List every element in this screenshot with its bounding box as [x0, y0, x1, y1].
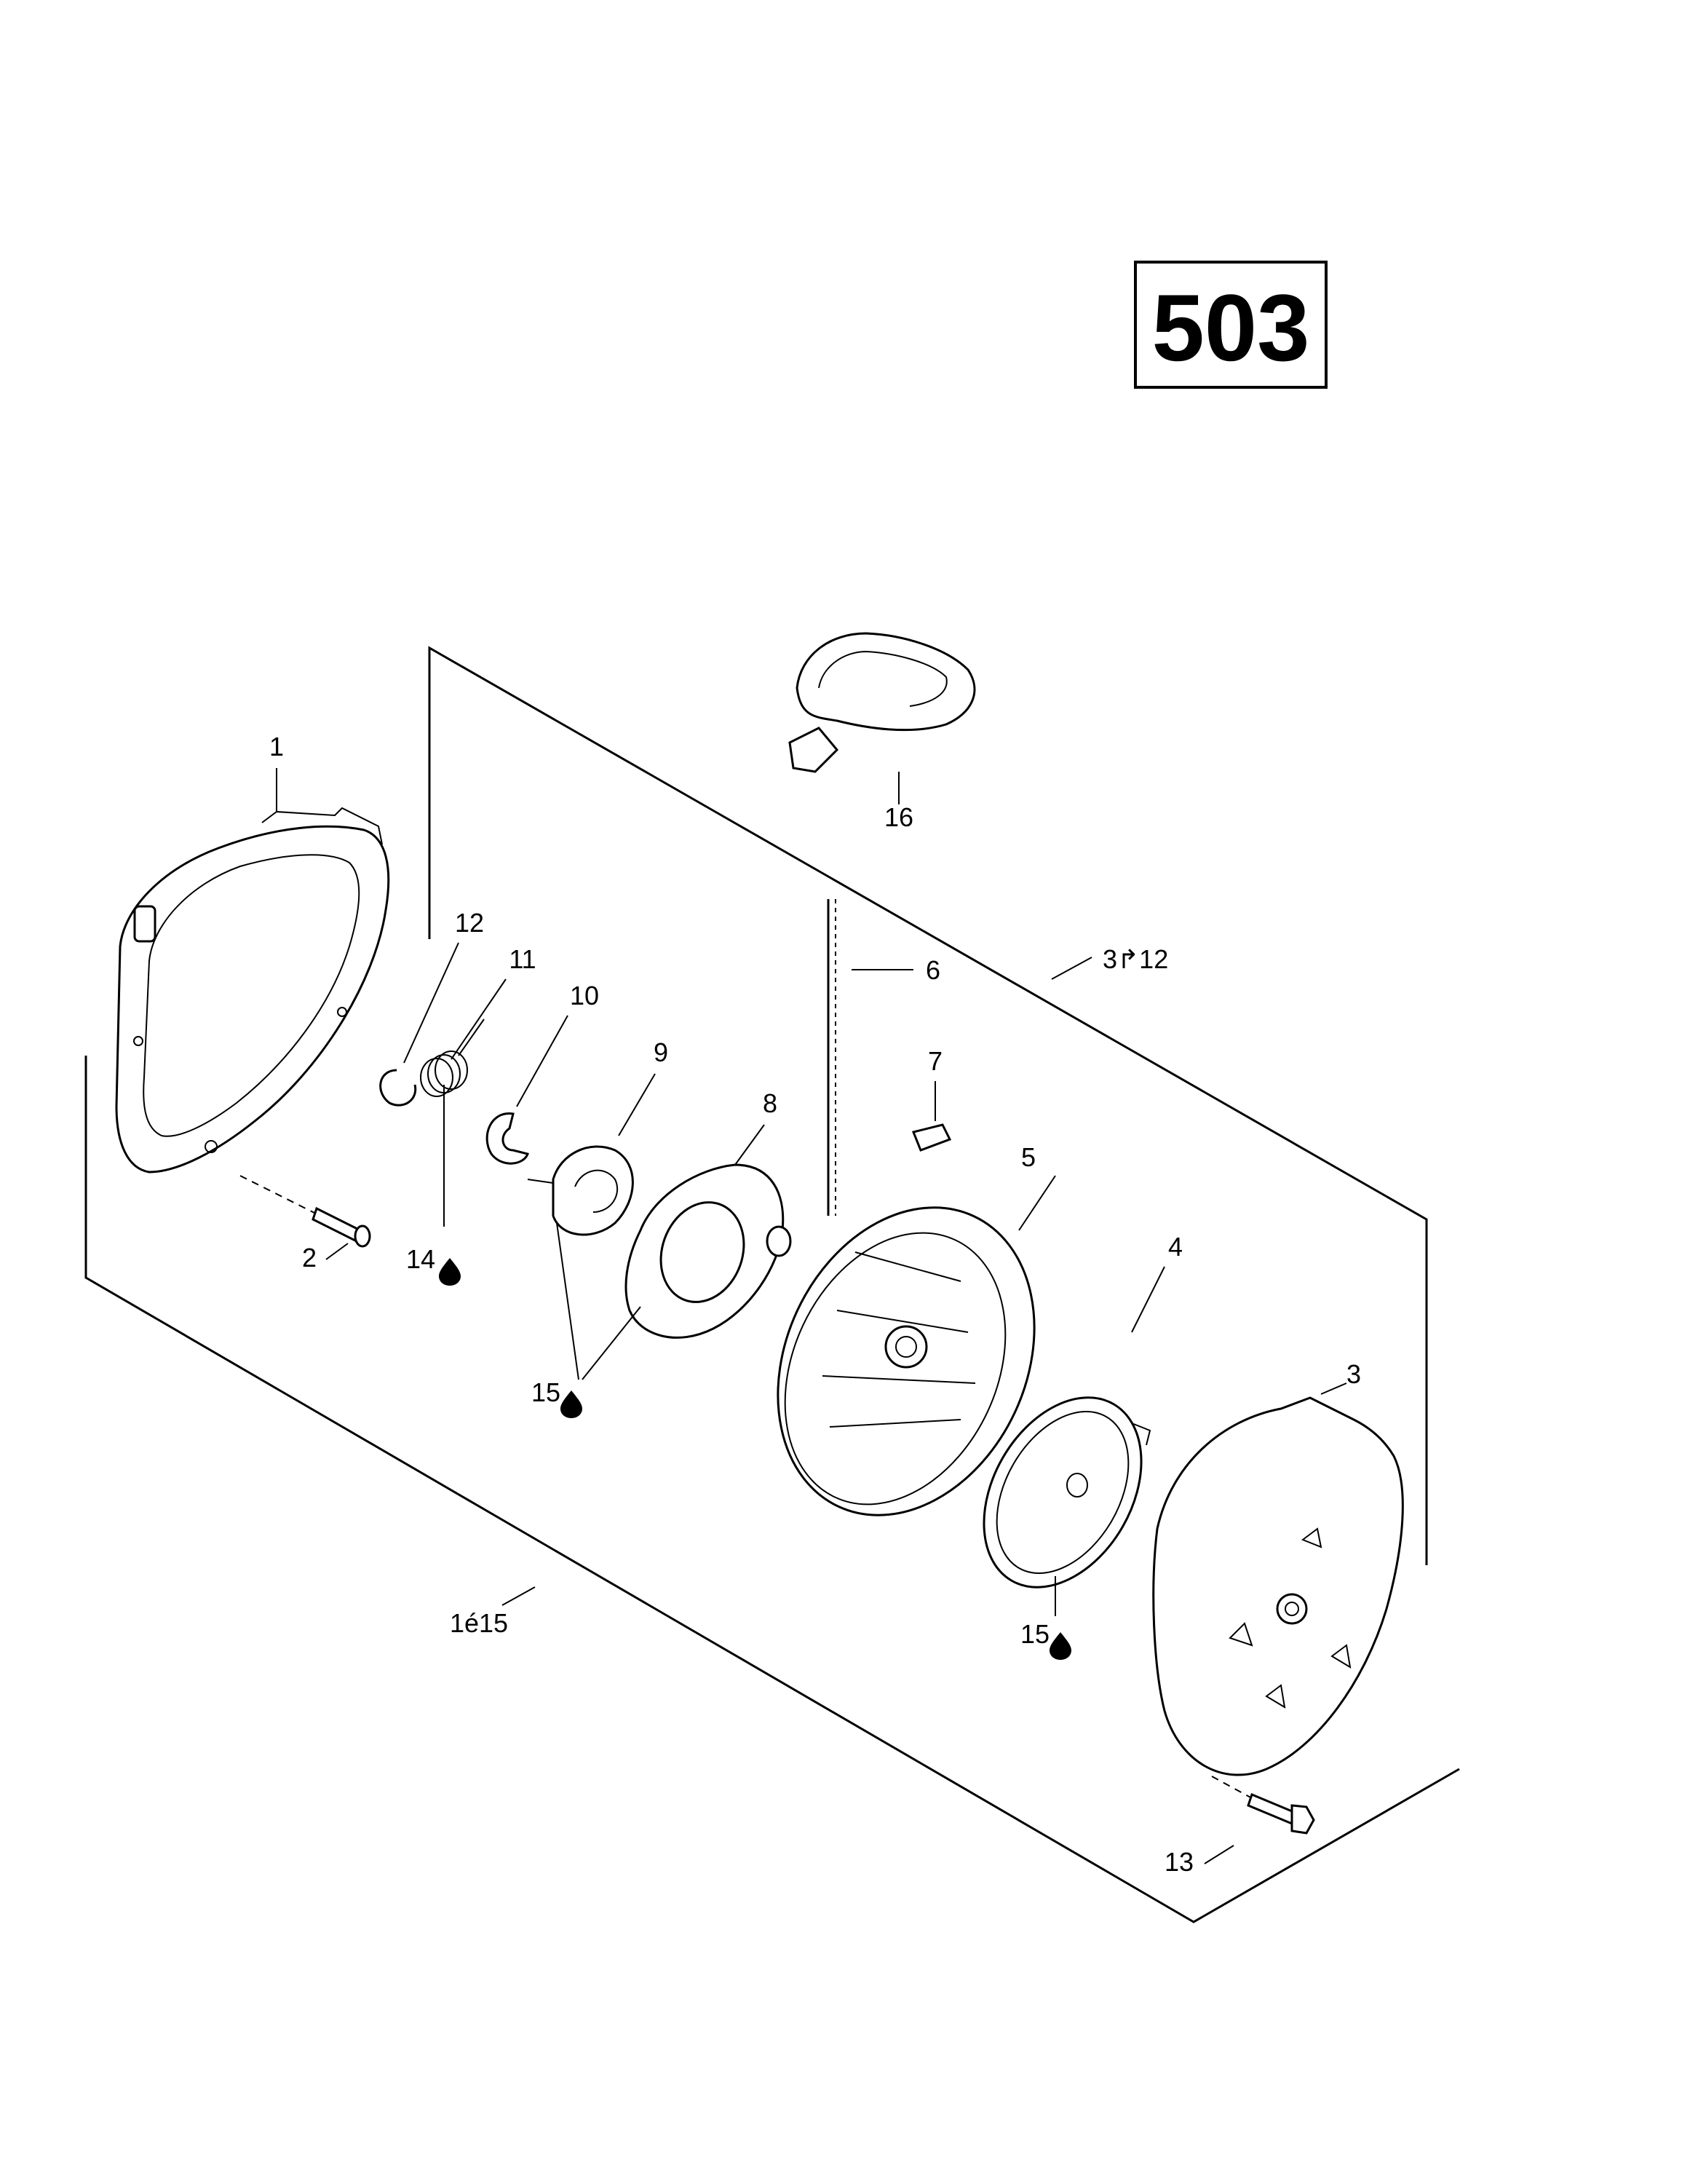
- callout-5: 5: [1021, 1142, 1036, 1172]
- pawl-9: [527, 1145, 634, 1236]
- starter-handle-16: [788, 632, 976, 773]
- starter-cover-3: [1152, 1396, 1404, 1776]
- callout-14: 14: [406, 1244, 435, 1274]
- screw-2: [239, 1175, 371, 1248]
- assembly-outline: [84, 646, 1460, 1923]
- recoil-spring-4: [983, 1396, 1151, 1588]
- callout-15-upper: 15: [531, 1377, 560, 1407]
- callout-15-lower: 15: [1020, 1619, 1050, 1649]
- reference-box: 503: [1134, 261, 1328, 389]
- callout-6: 6: [926, 955, 940, 985]
- screw-13: [1211, 1776, 1315, 1835]
- callout-1: 1: [269, 732, 284, 761]
- callout-3: 3: [1346, 1359, 1361, 1389]
- range-label-3-12: 3↱12: [1103, 944, 1168, 974]
- retaining-clip-10: [485, 1112, 529, 1165]
- callout-4: 4: [1168, 1232, 1183, 1262]
- range-label-1-15: 1é15: [450, 1608, 508, 1638]
- rope-6: [827, 899, 836, 1216]
- reference-number: 503: [1152, 274, 1310, 381]
- key-7: [911, 1123, 952, 1152]
- leader-lines: [276, 768, 1347, 1864]
- rope-pulley-5: [777, 1206, 1036, 1516]
- callout-8: 8: [763, 1088, 777, 1118]
- callout-12: 12: [455, 908, 484, 938]
- callout-10: 10: [570, 981, 599, 1010]
- callout-2: 2: [302, 1243, 317, 1273]
- callout-11: 11: [509, 944, 536, 974]
- cam-plate-8: [624, 1163, 792, 1339]
- circlip-12: [379, 1069, 417, 1107]
- callout-16: 16: [884, 802, 913, 832]
- callout-13: 13: [1165, 1847, 1194, 1877]
- oil-drop-icon: [1050, 1632, 1071, 1660]
- callout-9: 9: [654, 1037, 668, 1067]
- callout-labels: 1 2 3 4 5 6 7 8 9 10 11 12 13 14 15 15 1…: [269, 732, 1361, 1877]
- oil-drop-icon: [439, 1258, 461, 1286]
- callout-7: 7: [928, 1046, 943, 1076]
- housing-ring: [115, 807, 390, 1174]
- oil-drop-icon: [560, 1390, 582, 1418]
